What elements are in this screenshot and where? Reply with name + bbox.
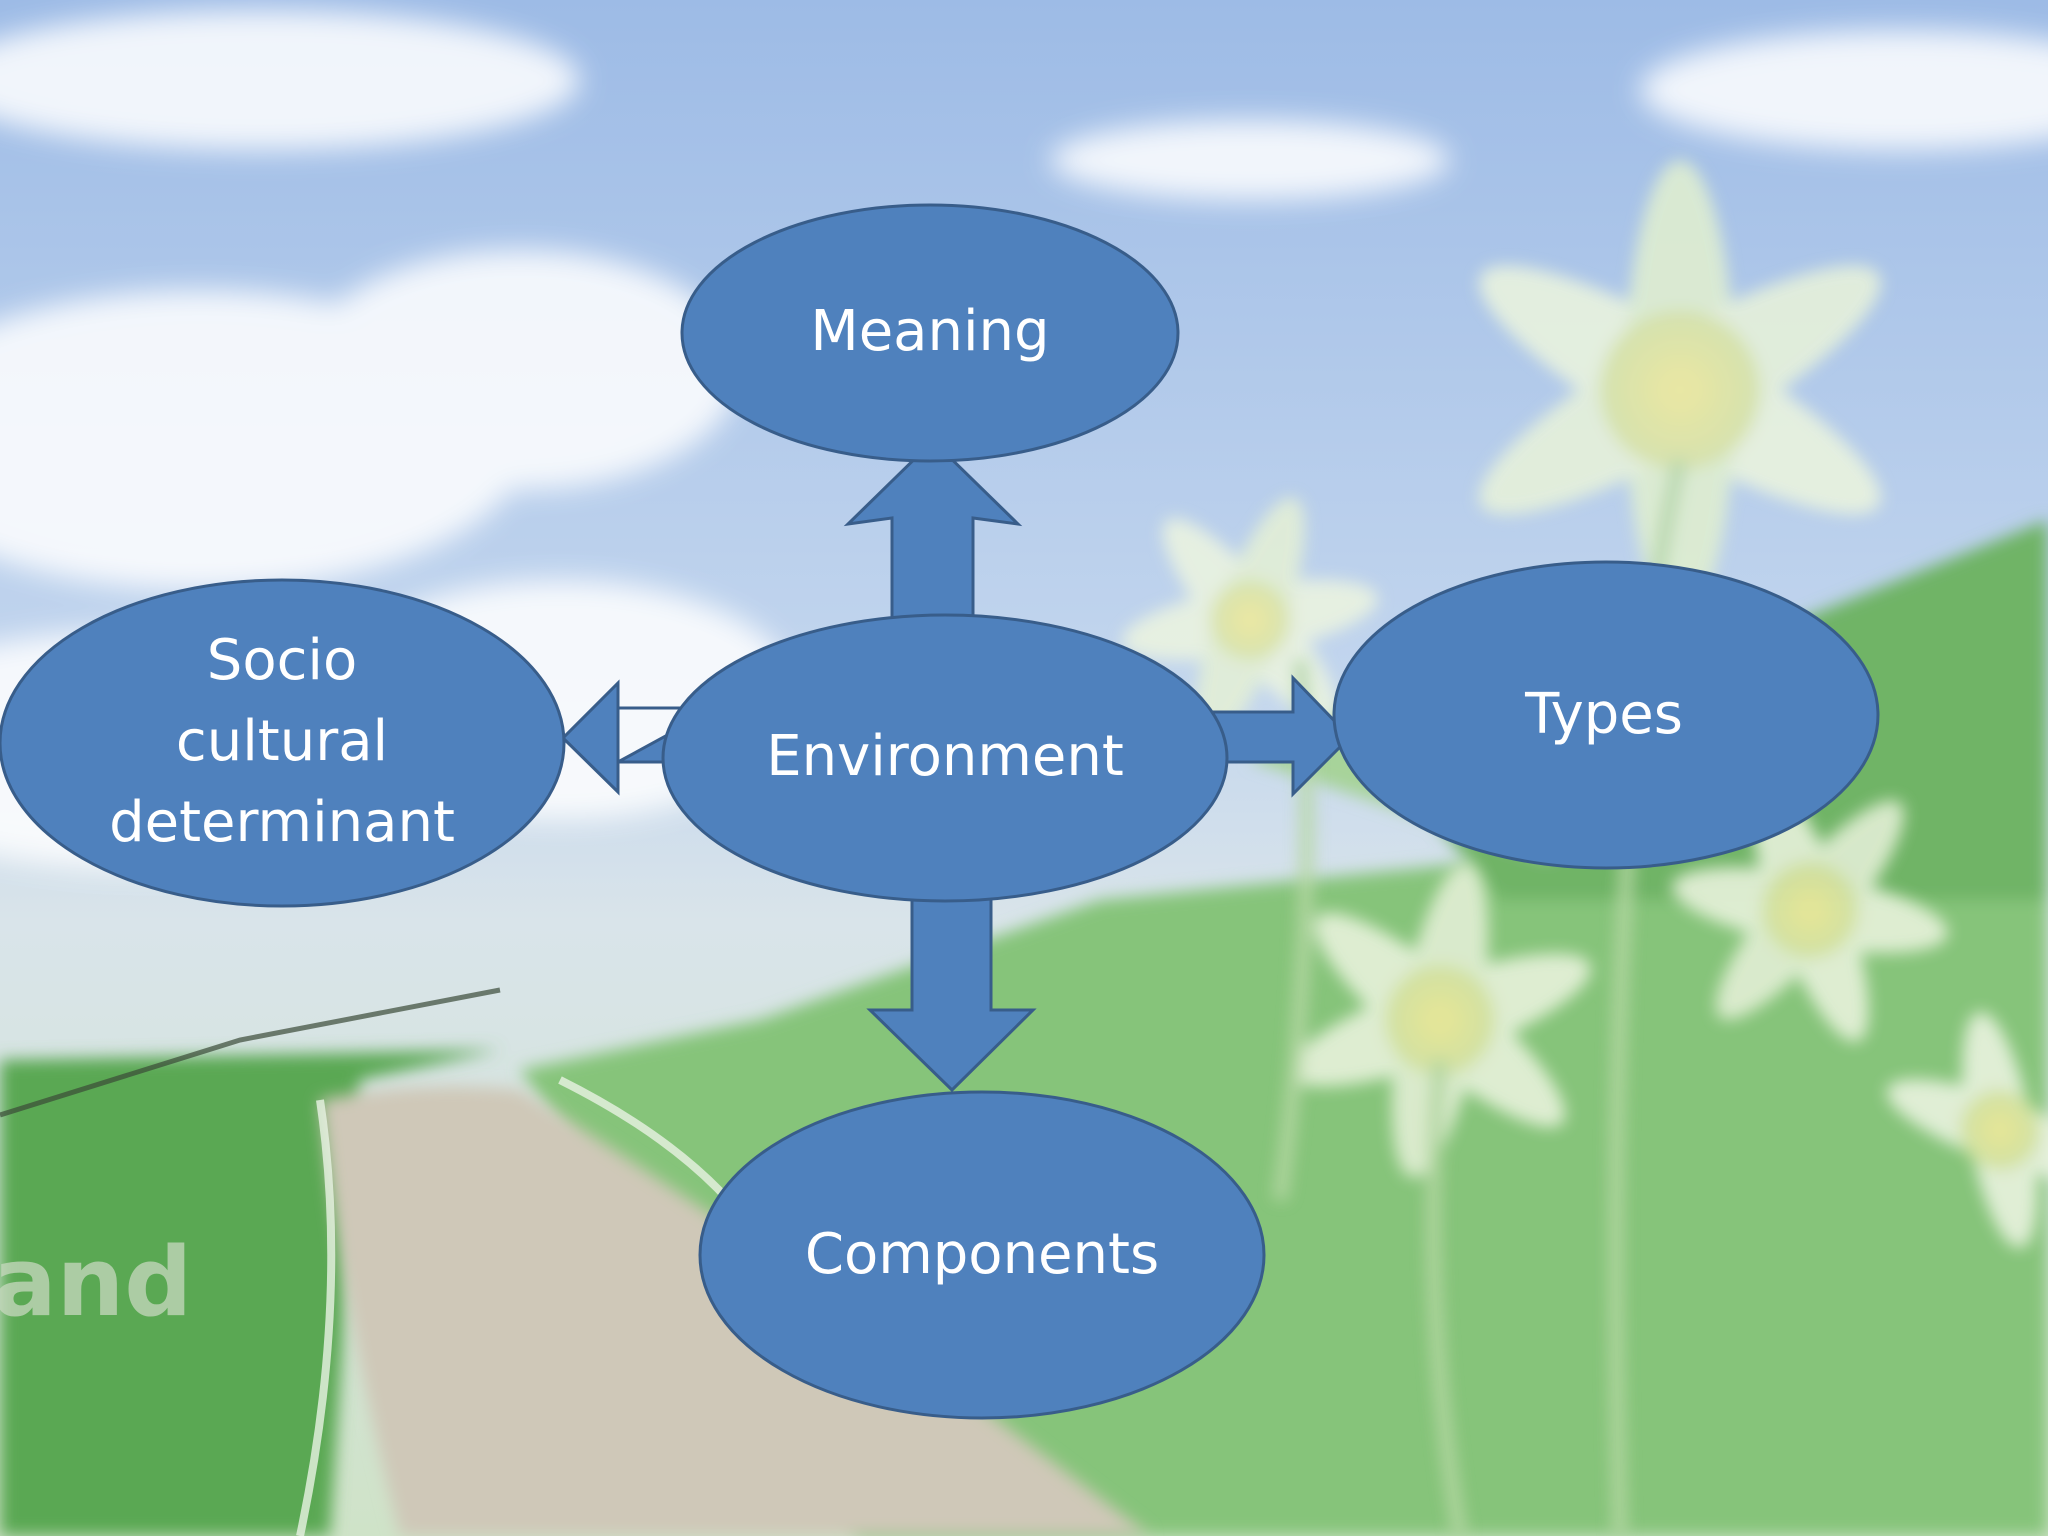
node-types	[1332, 560, 1880, 870]
node-socio-cultural-determinant	[0, 578, 566, 908]
node-components	[698, 1090, 1266, 1420]
node-socio-label-line-3: determinant	[109, 790, 455, 855]
arrow-up	[843, 438, 1023, 634]
node-socio-label-line-1: Socio	[207, 628, 357, 693]
node-meaning	[680, 203, 1180, 463]
node-meaning-label: Meaning	[810, 299, 1049, 364]
node-types-label: Types	[1524, 682, 1683, 747]
background-watermark-text: land	[0, 1228, 192, 1338]
node-environment-label: Environment	[766, 724, 1124, 789]
node-components-label: Components	[805, 1222, 1159, 1287]
arrow-down	[866, 878, 1037, 1093]
node-socio-label-line-2: cultural	[176, 709, 388, 774]
node-environment	[661, 613, 1229, 903]
